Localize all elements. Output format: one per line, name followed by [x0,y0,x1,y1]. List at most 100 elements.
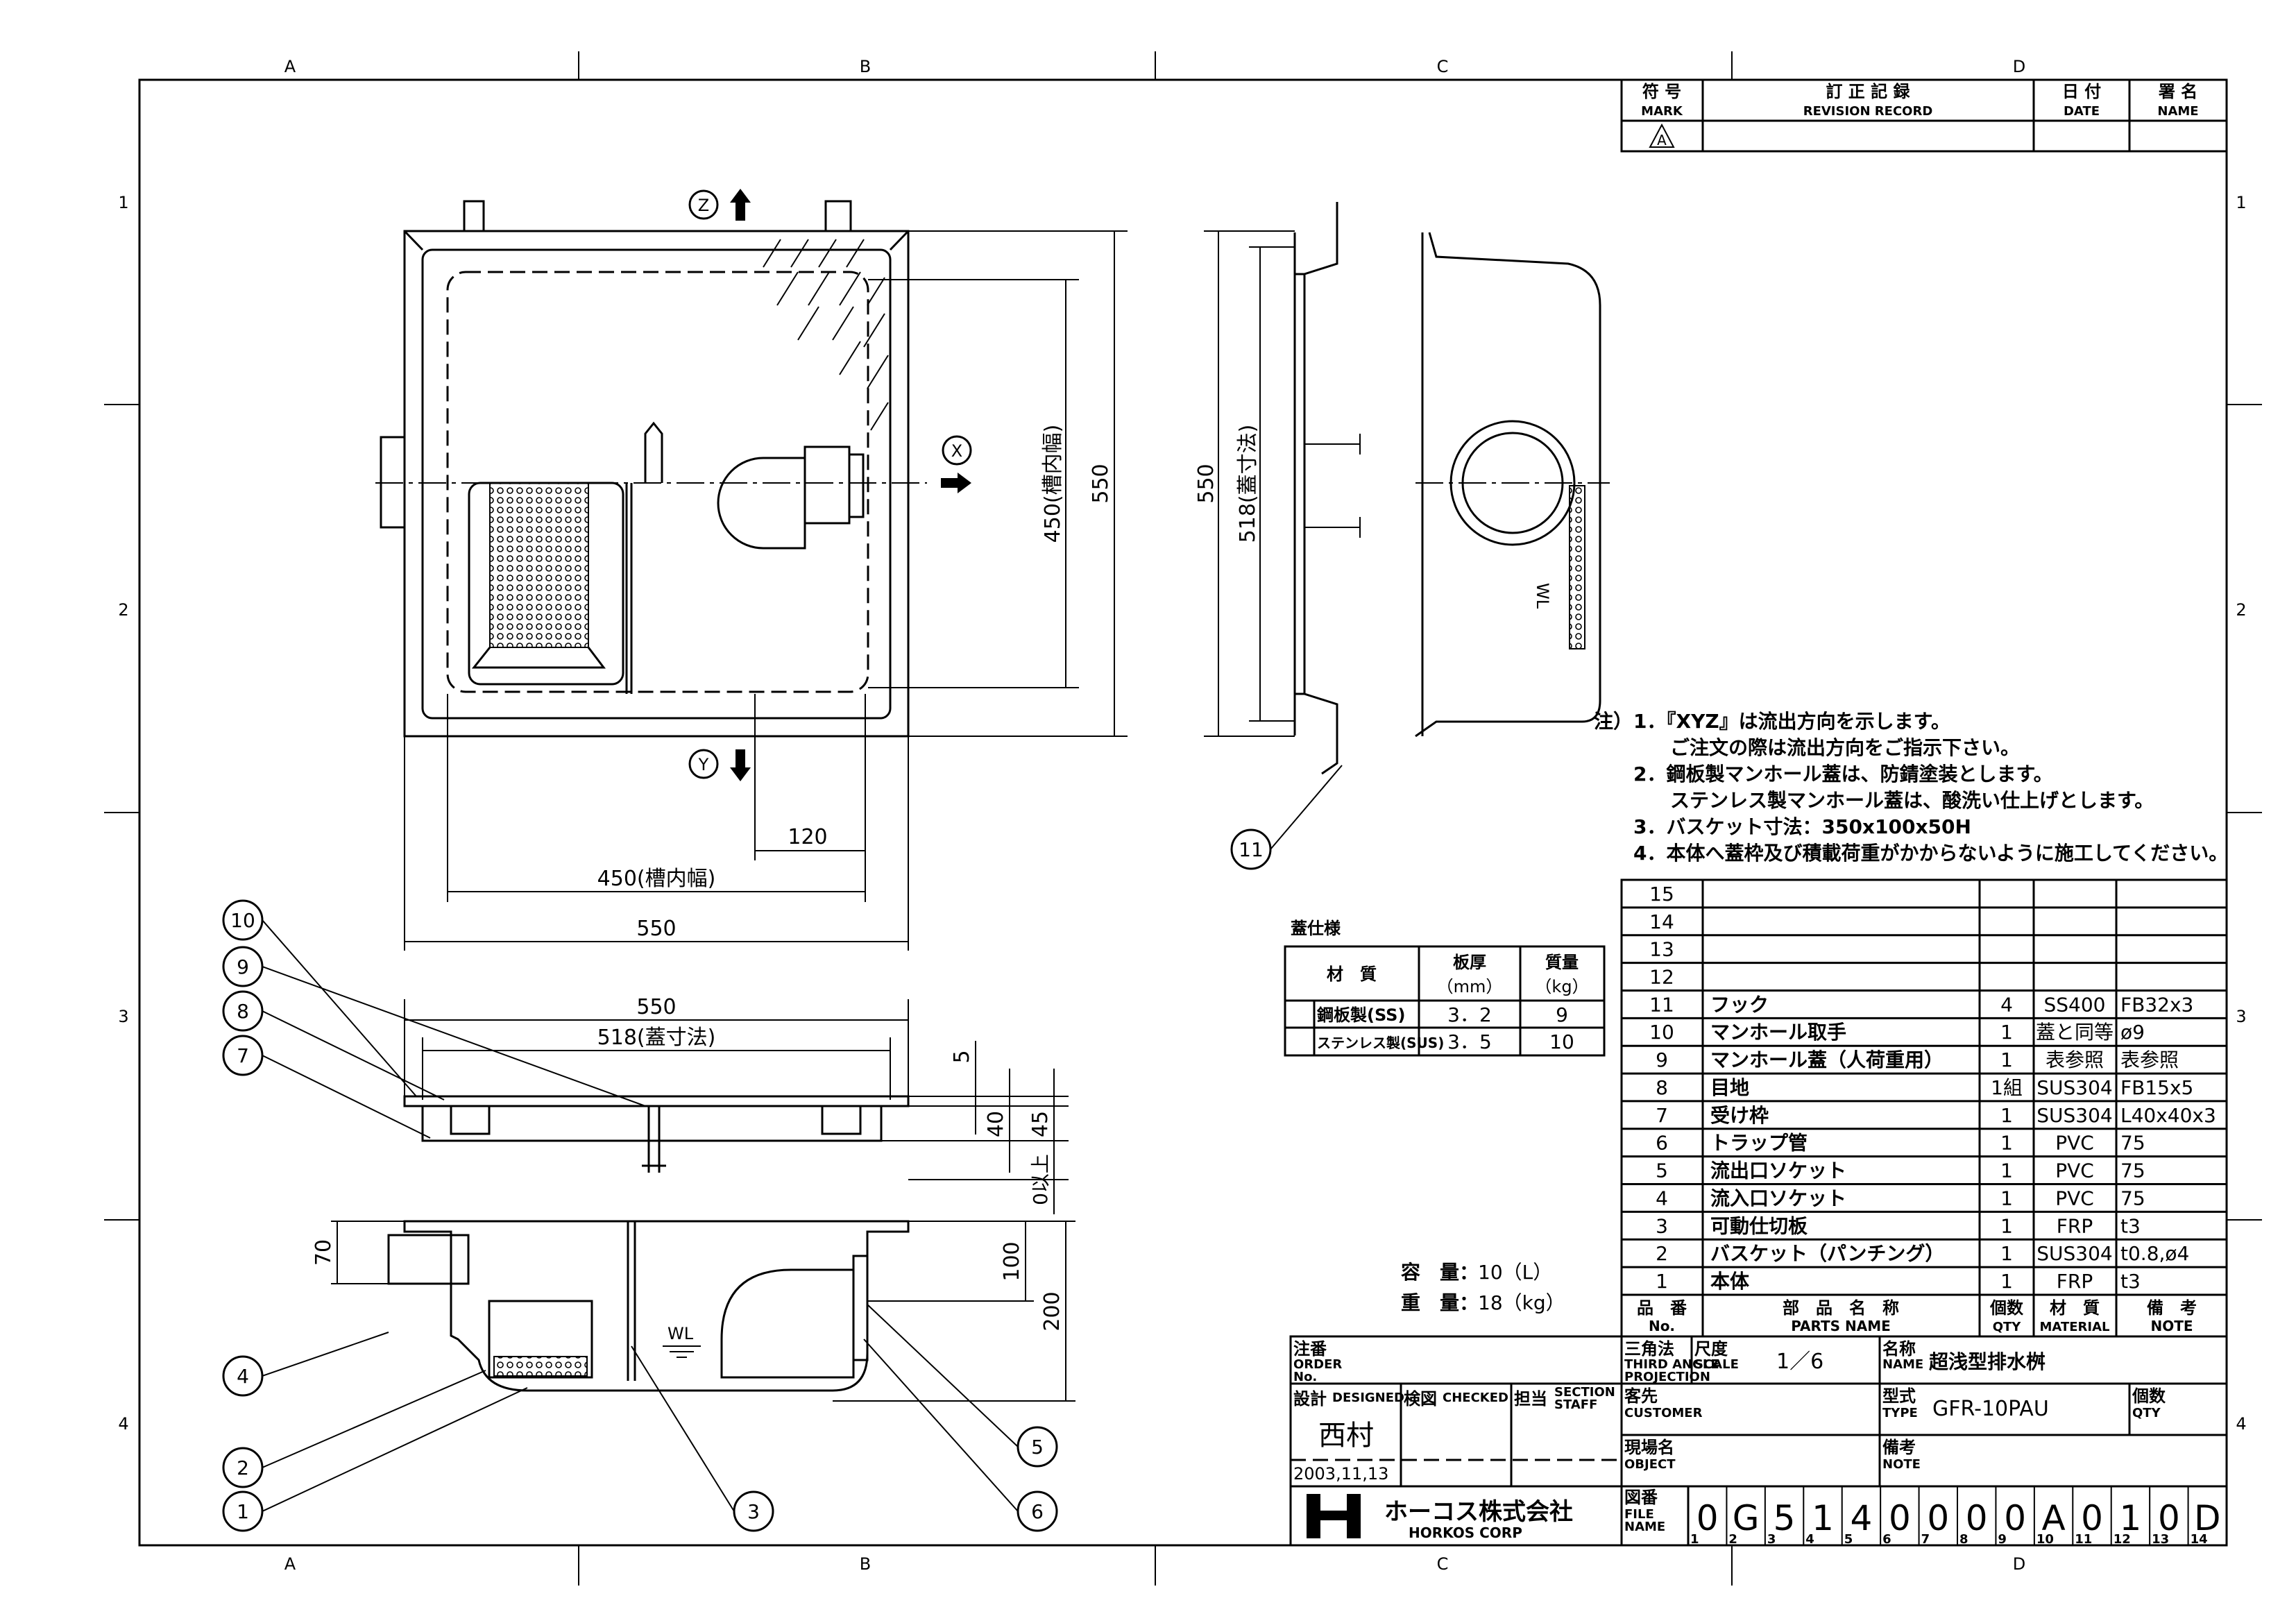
company-logo: ホーコス株式会社 HORKOS CORP [1307,1494,1573,1541]
side-view-edge: 550 518(蓋寸法) [1194,202,1361,775]
checked-label: 検図 [1404,1389,1437,1409]
part-note: 75 [2120,1159,2145,1182]
direction-z-label: Z [698,196,709,215]
part-name: 本体 [1710,1270,1750,1293]
part-name: マンホール蓋（人荷重用） [1710,1048,1944,1071]
direction-y-label: Y [698,755,709,774]
side-water-level: WL [1533,583,1552,609]
file-number-char: 0 [1697,1498,1719,1538]
staff-label-en2: STAFF [1554,1397,1597,1412]
part-material: FRP [2057,1214,2093,1237]
callout-9: 9 [222,946,264,987]
lid-spec-thickness: 3．2 [1447,1003,1492,1026]
svg-text:6: 6 [1031,1500,1044,1523]
file-number-char: 1 [1812,1498,1834,1538]
row-label-right: 1 [2236,193,2246,212]
callout-2: 2 [222,1447,264,1488]
revision-table: 符 号 MARK 訂 正 記 録 REVISION RECORD 日 付 DAT… [1620,78,2228,153]
order-label: 注番 [1293,1339,1327,1359]
design-date: 2003,11,13 [1293,1464,1388,1484]
weight-label: 重 量： [1401,1291,1479,1314]
designed-label-en: DESIGNED [1332,1391,1404,1405]
volume-value: 10（L） [1478,1261,1552,1284]
callout-4: 4 [222,1355,264,1397]
callouts: 10 9 8 7 4 2 1 3 5 6 11 [222,765,1343,1532]
file-label-en2: NAME [1624,1520,1665,1534]
direction-y-marker: Y [688,749,751,781]
capacity-info: 容 量： 10（L） 重 量： 18（kg） [1401,1261,1565,1314]
file-cell-index: 5 [1844,1532,1853,1547]
part-material: 表参照 [2046,1048,2104,1071]
revision-mark-header-en: MARK [1641,104,1683,119]
file-cell-index: 13 [2152,1532,2169,1547]
scale-label-en: SCALE [1694,1357,1739,1372]
title-block: 注番 ORDER No. 三角法 THIRD ANGLE PROJECTION … [1289,1335,2228,1547]
part-no: 13 [1649,938,1674,961]
arrow-down-icon [730,749,751,781]
cover-dim-min: 0以上 [1029,1154,1052,1205]
parts-row: 15 [1649,883,1674,906]
lid-spec-header-thickness: 板厚 [1453,953,1486,972]
part-qty: 1 [2000,1132,2013,1155]
object-label-en: OBJECT [1624,1457,1676,1472]
section-dim-70: 70 [312,1239,336,1266]
part-material: SUS304 [2036,1104,2112,1127]
file-cell-index: 4 [1805,1532,1814,1547]
row-label-left: 1 [118,193,128,212]
parts-row: 13 [1622,934,2227,961]
cover-dim-5: 5 [950,1050,974,1063]
company-name: ホーコス株式会社 [1384,1498,1573,1526]
object-label: 現場名 [1624,1438,1674,1457]
part-no: 15 [1649,883,1674,906]
side-view-body: WL [1415,232,1610,738]
parts-header-no: 品 番 [1637,1298,1687,1318]
plan-dim-width: 550 [636,917,676,941]
part-no: 2 [1656,1242,1668,1265]
direction-x-label: X [951,441,962,461]
column-label-top: B [860,57,871,76]
note-label-en: NOTE [1882,1457,1921,1472]
file-number-char: 0 [1889,1498,1911,1538]
part-name: 受け枠 [1710,1104,1769,1127]
lid-spec-header-thickness-unit: （mm） [1437,977,1503,996]
file-cell-index: 11 [2075,1532,2092,1547]
section-dim-100: 100 [1000,1241,1024,1281]
part-note: 75 [2120,1187,2145,1209]
callout-5: 5 [1017,1426,1058,1468]
lid-spec-header-mass-unit: （kg） [1535,977,1588,996]
note-label: 備考 [1882,1438,1916,1457]
revision-mark: A [1657,132,1667,148]
column-label-bottom: B [860,1554,871,1574]
file-cell-index: 9 [1998,1532,2007,1547]
scale-label: 尺度 [1694,1339,1728,1359]
row-label-right: 3 [2236,1007,2246,1026]
row-label-right: 2 [2236,600,2246,620]
note-line: ご注文の際は流出方向をご指示下さい。 [1670,736,2020,759]
part-material: PVC [2055,1187,2094,1209]
projection-label-en2: PROJECTION [1624,1370,1710,1384]
revision-record-header-en: REVISION RECORD [1803,104,1933,119]
part-no: 8 [1656,1076,1668,1099]
file-number-char: 4 [1851,1498,1873,1538]
parts-header-no-en: No. [1649,1318,1675,1334]
side-dim-cover: 518(蓋寸法) [1236,425,1260,543]
part-qty: 1 [2000,1214,2013,1237]
projection-label-en: THIRD ANGLE [1624,1357,1719,1372]
body-section-view: 70 100 200 WL [312,1220,1075,1402]
note-line: 2．鋼板製マンホール蓋は、防錆塗装とします。 [1633,763,2053,785]
callout-10: 10 [222,899,264,941]
part-qty: 1 [2000,1104,2013,1127]
row-label-left: 2 [118,600,128,620]
designed-label: 設計 [1293,1389,1327,1409]
part-name: 流入口ソケット [1710,1187,1846,1209]
part-no: 4 [1656,1187,1668,1209]
file-number-char: 5 [1774,1498,1796,1538]
part-name: 可動仕切板 [1710,1214,1808,1237]
part-no: 3 [1656,1214,1668,1237]
sheet-frame: A B C D A B C D 1 2 3 4 1 2 3 4 [104,51,2262,1586]
